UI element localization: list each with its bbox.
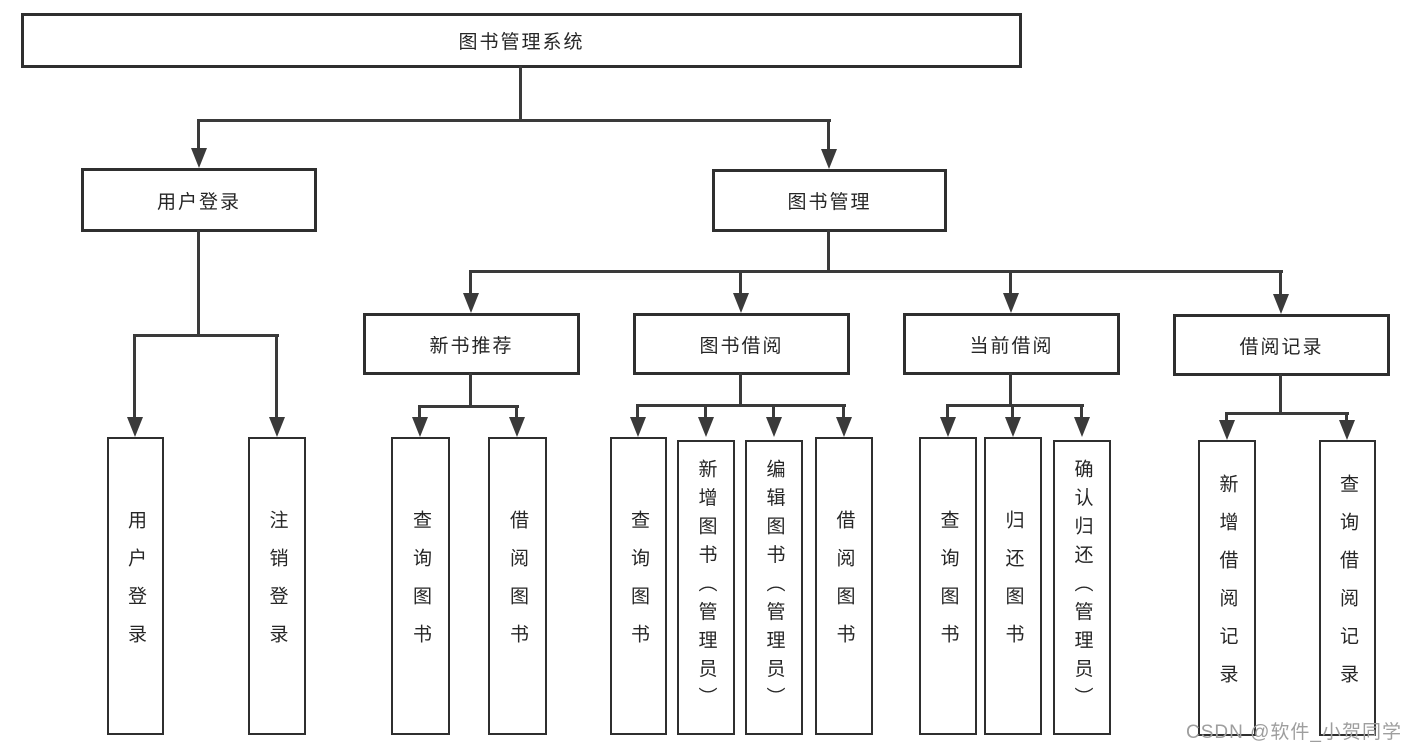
- leaf-br-add-record-label: 新增借阅记录: [1216, 474, 1238, 702]
- connector: [739, 270, 742, 295]
- leaf-user-login-label: 用户登录: [125, 510, 146, 662]
- arrow-down-icon: [766, 417, 782, 437]
- connector: [418, 405, 421, 419]
- arrow-down-icon: [698, 417, 714, 437]
- arrow-down-icon: [412, 417, 428, 437]
- leaf-nb-borrow-books-label: 借阅图书: [507, 510, 528, 662]
- arrow-down-icon: [940, 417, 956, 437]
- arrow-down-icon: [1003, 293, 1019, 313]
- connector: [704, 404, 707, 419]
- leaf-cb-return-books: 归还图书: [984, 437, 1042, 735]
- leaf-nb-query-books-label: 查询图书: [410, 510, 431, 662]
- arrow-down-icon: [463, 293, 479, 313]
- connector: [636, 404, 846, 407]
- leaf-nb-borrow-books: 借阅图书: [488, 437, 547, 735]
- leaf-bb-query-books-label: 查询图书: [628, 510, 649, 662]
- leaf-bb-borrow-books-label: 借阅图书: [833, 510, 855, 662]
- connector: [197, 119, 831, 122]
- connector: [1009, 373, 1012, 407]
- arrow-down-icon: [191, 148, 207, 168]
- connector: [133, 334, 279, 337]
- node-current-borrowing: 当前借阅: [903, 313, 1120, 375]
- connector: [469, 270, 1283, 273]
- connector: [469, 270, 472, 295]
- node-current-borrowing-label: 当前借阅: [969, 335, 1054, 357]
- arrow-down-icon: [1074, 417, 1090, 437]
- node-book-borrowing-label: 图书借阅: [699, 335, 784, 357]
- node-book-management: 图书管理: [712, 169, 947, 232]
- node-new-book-recommend-label: 新书推荐: [429, 335, 514, 357]
- arrow-down-icon: [630, 417, 646, 437]
- leaf-bb-query-books: 查询图书: [610, 437, 667, 735]
- connector: [946, 404, 1084, 407]
- arrow-down-icon: [509, 417, 525, 437]
- connector: [197, 230, 200, 337]
- connector: [827, 119, 830, 151]
- connector: [1225, 412, 1349, 415]
- connector: [1279, 374, 1282, 415]
- leaf-user-login: 用户登录: [107, 437, 164, 735]
- arrow-down-icon: [1273, 294, 1289, 314]
- leaf-br-query-record-label: 查询借阅记录: [1337, 474, 1358, 702]
- arrow-down-icon: [1005, 417, 1021, 437]
- leaf-nb-query-books: 查询图书: [391, 437, 450, 735]
- connector: [842, 404, 845, 419]
- connector: [1345, 412, 1348, 422]
- leaf-br-add-record: 新增借阅记录: [1198, 440, 1256, 736]
- node-borrowing-records-label: 借阅记录: [1239, 336, 1324, 358]
- connector: [519, 66, 522, 122]
- connector: [515, 405, 518, 419]
- arrow-down-icon: [1339, 420, 1355, 440]
- connector: [1011, 404, 1014, 419]
- leaf-bb-add-books-label: 新增图书（管理员）: [695, 459, 717, 716]
- leaf-cb-query-books: 查询图书: [919, 437, 977, 735]
- connector: [636, 404, 639, 419]
- leaf-cb-confirm-return-label: 确认归还（管理员）: [1071, 459, 1093, 716]
- watermark: CSDN @软件_小贺同学: [1186, 722, 1402, 743]
- arrow-down-icon: [733, 293, 749, 313]
- leaf-logout-label: 注销登录: [266, 510, 288, 662]
- connector: [197, 119, 200, 151]
- connector: [1080, 404, 1083, 419]
- connector: [275, 334, 278, 419]
- connector: [133, 334, 136, 419]
- leaf-cb-query-books-label: 查询图书: [937, 510, 959, 662]
- leaf-br-query-record: 查询借阅记录: [1319, 440, 1376, 736]
- leaf-bb-edit-books-label: 编辑图书（管理员）: [763, 459, 785, 716]
- node-user-login: 用户登录: [81, 168, 317, 232]
- connector: [946, 404, 949, 419]
- leaf-cb-return-books-label: 归还图书: [1002, 510, 1024, 662]
- arrow-down-icon: [836, 417, 852, 437]
- connector: [772, 404, 775, 419]
- connector: [1225, 412, 1228, 422]
- leaf-cb-confirm-return: 确认归还（管理员）: [1053, 440, 1111, 735]
- arrow-down-icon: [1219, 420, 1235, 440]
- connector: [418, 405, 519, 408]
- leaf-bb-borrow-books: 借阅图书: [815, 437, 873, 735]
- connector: [1009, 270, 1012, 295]
- connector: [827, 230, 830, 273]
- connector: [1279, 270, 1282, 296]
- arrow-down-icon: [821, 149, 837, 169]
- node-user-login-label: 用户登录: [156, 191, 241, 213]
- leaf-bb-edit-books: 编辑图书（管理员）: [745, 440, 803, 735]
- leaf-bb-add-books: 新增图书（管理员）: [677, 440, 735, 735]
- node-book-borrowing: 图书借阅: [633, 313, 850, 375]
- arrow-down-icon: [127, 417, 143, 437]
- node-new-book-recommend: 新书推荐: [363, 313, 580, 375]
- node-root-label: 图书管理系统: [458, 32, 585, 53]
- connector: [469, 373, 472, 408]
- node-book-management-label: 图书管理: [787, 192, 872, 213]
- node-borrowing-records: 借阅记录: [1173, 314, 1390, 376]
- leaf-logout: 注销登录: [248, 437, 306, 735]
- connector: [739, 373, 742, 407]
- arrow-down-icon: [269, 417, 285, 437]
- node-root: 图书管理系统: [21, 13, 1022, 68]
